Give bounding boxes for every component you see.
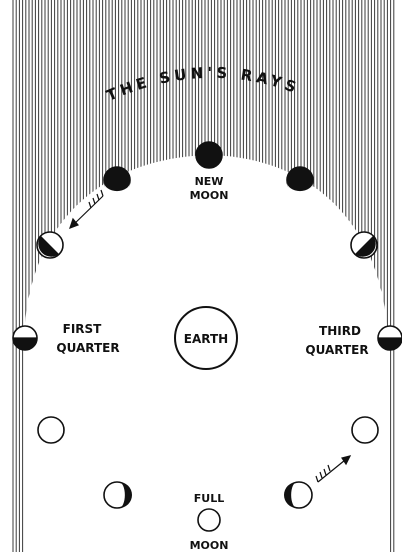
full-moon-label-line2: MOON [190,539,229,552]
waning-gibbous-icon [284,482,312,508]
first-quarter-icon [13,326,37,350]
moon-upper-left-icon [37,232,63,258]
first-quarter-label-line1: FIRST [63,322,103,336]
earth-label: EARTH [184,332,228,346]
new-moon-icon [196,142,222,168]
sun-rays [13,0,394,552]
waxing-gibbous-icon [104,482,132,508]
full-moon-icon [198,509,220,531]
first-quarter-label-line2: QUARTER [56,341,119,355]
moon-lower-right-icon [352,417,378,443]
waning-crescent-icon [287,167,313,195]
waxing-crescent-icon [104,167,130,195]
third-quarter-icon [378,326,402,350]
new-moon-label-line2: MOON [190,189,229,202]
third-quarter-label-line1: THIRD [319,324,361,338]
moon-upper-right-icon [351,232,377,258]
moon-lower-left-icon [38,417,64,443]
full-moon-label-line1: FULL [194,492,224,505]
new-moon-label-line1: NEW [195,175,224,188]
third-quarter-label-line2: QUARTER [305,343,368,357]
